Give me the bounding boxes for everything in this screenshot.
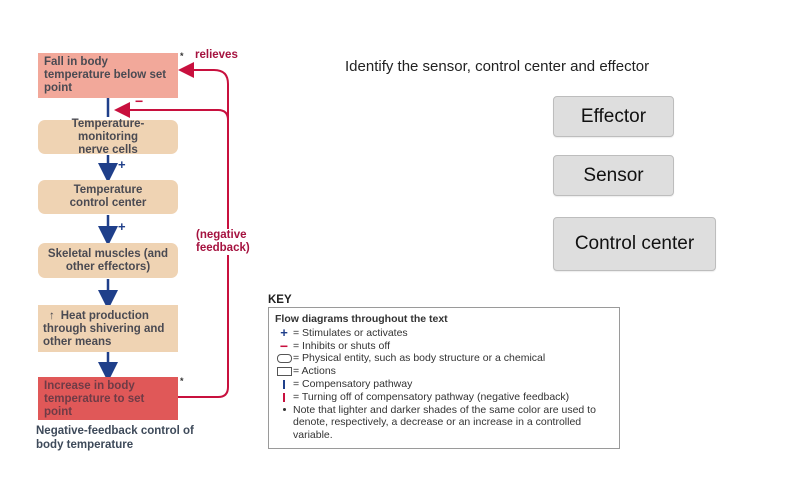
answer-effector[interactable]: Effector (553, 96, 674, 137)
control-center-box: Temperature control center (38, 180, 178, 214)
feedback-arrow-inhibit (114, 102, 229, 121)
sensor-box: Temperature-monitoring nerve cells (38, 117, 178, 156)
plus-sign: + (118, 157, 126, 172)
result-box: Increase in body temperature to set poin… (38, 377, 178, 420)
key-heading: Flow diagrams throughout the text (275, 313, 448, 325)
key-item: − = Inhibits or shuts off (275, 337, 613, 354)
rect-box-icon (275, 365, 293, 378)
asterisk-top: * (180, 51, 184, 61)
effector-box: Skeletal muscles (and other effectors) (38, 243, 178, 278)
red-line-icon (275, 391, 293, 404)
increase-arrow-icon: ↑ (49, 310, 55, 322)
asterisk-bottom: * (180, 376, 184, 386)
key-item: + = Stimulates or activates (275, 324, 613, 340)
minus-icon: − (279, 337, 289, 354)
response-box: ↑Heat production through shivering and o… (38, 305, 178, 352)
negative-feedback-label: (negative feedback) (196, 229, 250, 255)
stimulus-box: Fall in body temperature below set point (38, 53, 178, 98)
question-prompt: Identify the sensor, control center and … (345, 58, 650, 75)
control-center-label: Temperature control center (69, 184, 147, 209)
diagram-caption: Negative-feedback control of body temper… (36, 425, 194, 451)
plus-sign: + (118, 219, 126, 234)
key-item: Note that lighter and darker shades of t… (275, 404, 613, 442)
sensor-label: Temperature-monitoring nerve cells (71, 117, 145, 156)
relieves-label: relieves (195, 49, 238, 61)
key-item: = Actions (275, 365, 613, 378)
plus-icon: + (280, 324, 288, 340)
answer-control-center[interactable]: Control center (553, 217, 716, 271)
answer-sensor[interactable]: Sensor (553, 155, 674, 196)
key-item: = Compensatory pathway (275, 378, 613, 391)
key-item: = Turning off of compensatory pathway (n… (275, 391, 613, 404)
dot-icon (275, 404, 293, 417)
effector-label: Skeletal muscles (and other effectors) (47, 247, 169, 273)
key-item: = Physical entity, such as body structur… (275, 352, 613, 365)
response-label: Heat production through shivering and ot… (43, 310, 165, 348)
blue-line-icon (275, 378, 293, 391)
key-title: KEY (268, 294, 292, 306)
rounded-box-icon (275, 352, 293, 365)
key-legend: Flow diagrams throughout the text + = St… (268, 307, 620, 449)
minus-sign: − (135, 93, 144, 109)
